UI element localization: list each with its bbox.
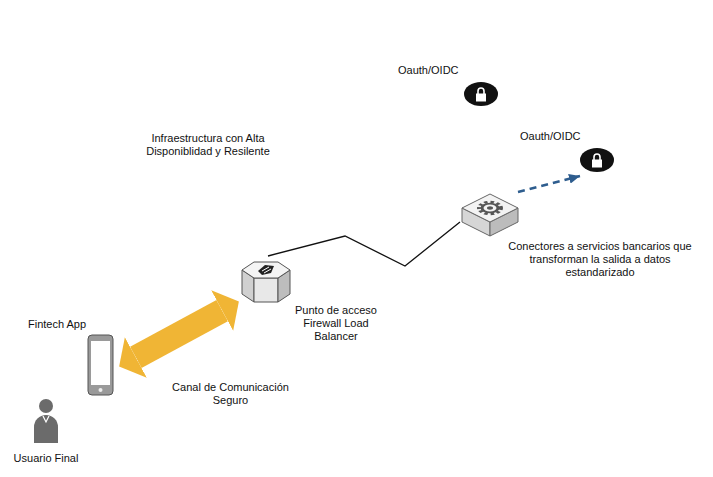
oauth-lock (578, 146, 616, 174)
node-label: Conectores a servicios bancarios que tra… (502, 240, 698, 280)
node-label: Usuario Final (8, 452, 84, 465)
connector-gear (344, 132, 400, 174)
wire (298, 170, 356, 236)
chart-icon (505, 6, 586, 72)
wire (268, 222, 460, 266)
platform-polygon (128, 92, 707, 394)
oauth-node: Oauth/OIDC (520, 130, 620, 176)
access-point-icon (238, 256, 294, 312)
oauth-lock (462, 80, 500, 108)
edge-label: Canal de Comunicación Seguro (168, 381, 293, 407)
connector-gear (460, 192, 520, 242)
oauth-node: Oauth/OIDC (398, 64, 506, 110)
node-label: Oauth/OIDC (398, 64, 470, 77)
app-node: Fintech App (24, 318, 120, 400)
connector-node: Conectores a servicios bancarios que tra… (460, 192, 700, 284)
bank-building (632, 72, 703, 138)
dashed-arrow (402, 102, 458, 134)
node-label: Punto de acceso Firewall Load Balancer (286, 304, 386, 344)
secure-channel (136, 311, 222, 358)
node-label: Oauth/OIDC (520, 130, 592, 143)
user-icon (32, 398, 60, 444)
access-point-node: Punto de acceso Firewall Load Balancer (238, 256, 388, 346)
user-node: Usuario Final (8, 398, 86, 470)
phone-icon (86, 334, 116, 396)
node-label: Infraestructura con Alta Disponiblidad y… (143, 132, 273, 158)
node-label: Fintech App (28, 318, 108, 331)
oauth-arrow (518, 176, 580, 192)
infrastructure-platform: Infraestructura con Alta Disponiblidad y… (125, 88, 711, 398)
